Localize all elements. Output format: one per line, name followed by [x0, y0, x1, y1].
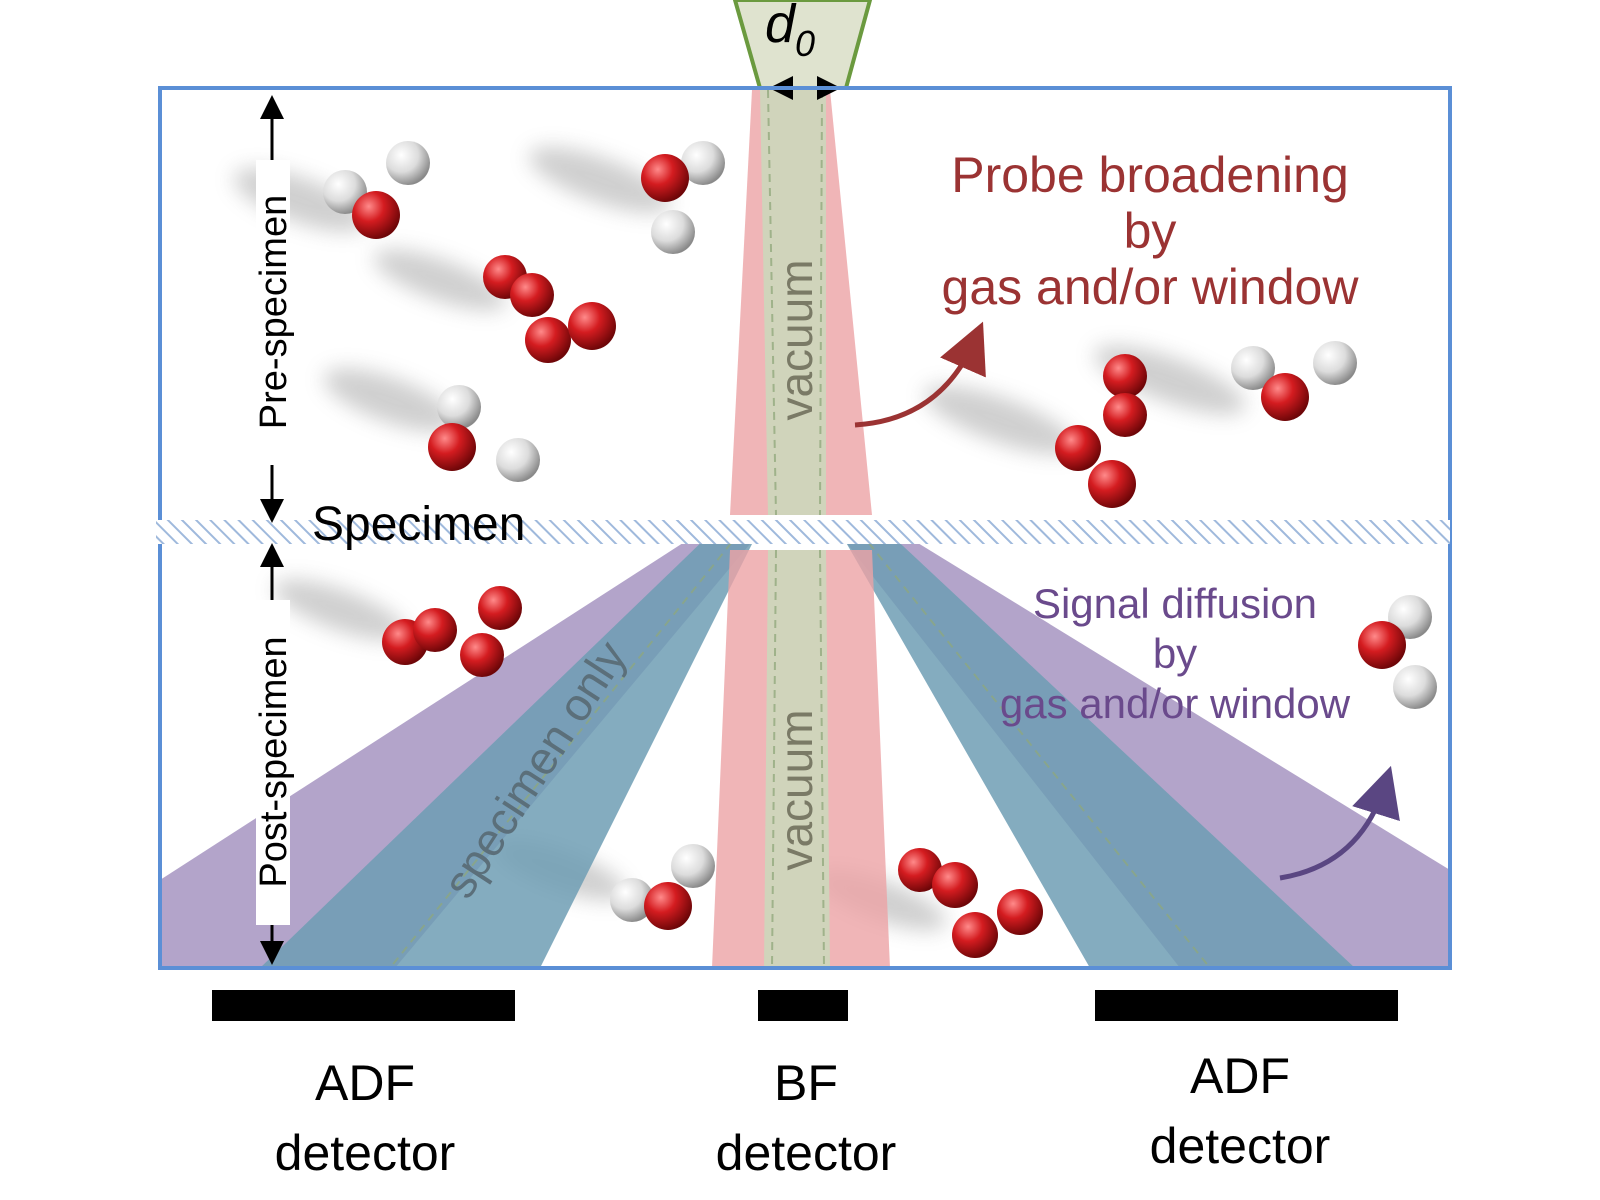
probe-broadening-arrow	[854, 321, 986, 428]
oxygen-molecule	[460, 586, 522, 677]
oxygen-molecule	[1055, 425, 1136, 508]
signal-diffusion-line1: Signal diffusion	[1033, 580, 1317, 627]
water-molecule	[1358, 595, 1437, 709]
molecules	[323, 141, 1437, 958]
adf-right-teal-beam	[840, 532, 1355, 968]
probe-size-label: d0	[765, 0, 815, 64]
vacuum-lower-label: vacuum	[770, 709, 822, 870]
oxygen-molecule	[525, 302, 616, 363]
probe-broadening-line1: Probe broadening	[951, 147, 1349, 203]
adf-left-teal-beam	[260, 532, 758, 968]
detector-left-sub: detector	[275, 1125, 456, 1181]
detector-center-name: BF	[774, 1055, 838, 1111]
beam-layer	[160, 89, 1450, 968]
signal-diffusion-annotation: Signal diffusion by gas and/or window	[1000, 580, 1400, 881]
signal-diffusion-arrow	[1279, 765, 1400, 881]
specimen-layer	[156, 520, 1450, 544]
signal-diffusion-line2: by	[1153, 630, 1197, 677]
signal-diffusion-line3: gas and/or window	[1000, 680, 1351, 727]
vacuum-upper-label: vacuum	[770, 259, 822, 420]
detector-left-name: ADF	[315, 1055, 415, 1111]
oxygen-molecule	[382, 608, 457, 665]
water-molecule	[641, 141, 725, 254]
detector-right-sub: detector	[1150, 1118, 1331, 1174]
water-molecule	[428, 385, 540, 482]
probe-broadening-line3: gas and/or window	[942, 259, 1360, 315]
vacuum-beam-upper	[760, 90, 826, 515]
oxygen-molecule	[483, 255, 554, 317]
water-molecule	[1231, 341, 1357, 421]
post-specimen-label: Post-specimen	[253, 636, 295, 887]
water-molecule	[610, 844, 715, 930]
adf-detector-left	[212, 990, 515, 1021]
water-molecule	[323, 141, 430, 239]
probe-broadening-line2: by	[1124, 203, 1177, 259]
probe-broadening-annotation: Probe broadening by gas and/or window	[854, 147, 1360, 428]
vacuum-beam-lower	[764, 550, 830, 968]
detector-center-sub: detector	[716, 1125, 897, 1181]
oxygen-molecule	[898, 848, 978, 908]
pre-specimen-label: Pre-specimen	[253, 195, 295, 429]
detector-right-name: ADF	[1190, 1048, 1290, 1104]
oxygen-molecule	[1103, 354, 1147, 437]
bf-detector	[758, 990, 848, 1021]
specimen-label: Specimen	[312, 498, 525, 551]
oxygen-molecule	[952, 889, 1043, 958]
adf-detector-right	[1095, 990, 1398, 1021]
